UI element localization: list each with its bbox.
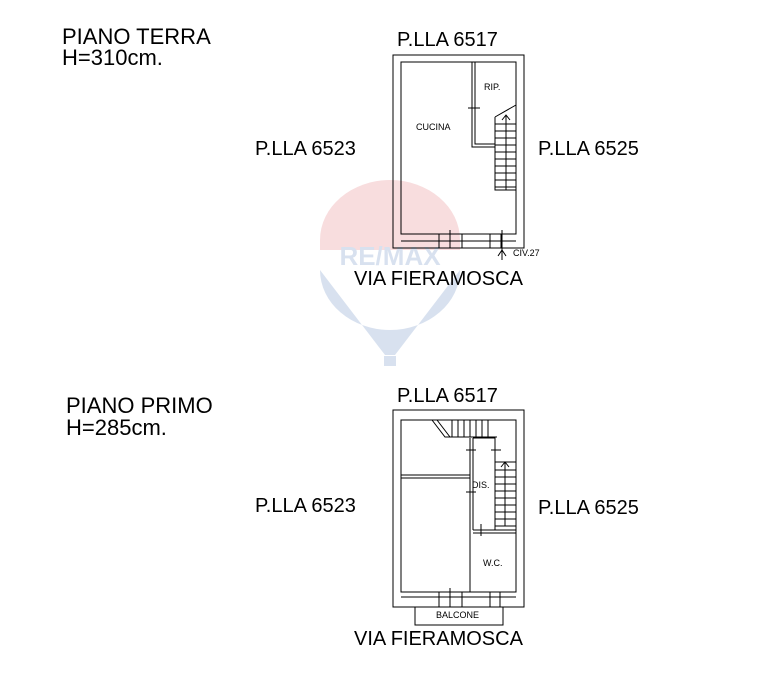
first-floor-title: PIANO PRIMO	[66, 393, 213, 418]
room-cucina: CUCINA	[416, 122, 451, 132]
staircase	[431, 419, 516, 527]
ground-floor-title: PIANO TERRA	[62, 24, 211, 49]
ground-east-parcel: P.LLA 6525	[538, 138, 639, 160]
first-floor-height: H=285cm.	[66, 415, 167, 440]
ground-north-parcel: P.LLA 6517	[397, 29, 498, 51]
first-west-parcel: P.LLA 6523	[255, 495, 356, 517]
entrance-civic-number: CIV.27	[513, 248, 540, 258]
svg-text:RE/MAX: RE/MAX	[339, 241, 441, 271]
balcony	[414, 607, 504, 626]
room-disimpegno: DIS.	[472, 480, 490, 490]
first-street: VIA FIERAMOSCA	[354, 628, 523, 650]
staircase	[494, 104, 517, 191]
room-ripostiglio: RIP.	[484, 82, 501, 92]
ground-floor-plan	[392, 54, 525, 260]
first-north-parcel: P.LLA 6517	[397, 385, 498, 407]
first-floor-plan	[392, 409, 525, 626]
ground-street: VIA FIERAMOSCA	[354, 268, 523, 290]
ground-west-parcel: P.LLA 6523	[255, 138, 356, 160]
first-east-parcel: P.LLA 6525	[538, 497, 639, 519]
room-balcone: BALCONE	[436, 610, 480, 620]
remax-watermark-logo: RE/MAX	[320, 180, 460, 366]
entrance-arrow-icon	[497, 230, 507, 260]
ground-floor-height: H=310cm.	[62, 45, 163, 70]
room-wc: W.C.	[483, 558, 503, 568]
